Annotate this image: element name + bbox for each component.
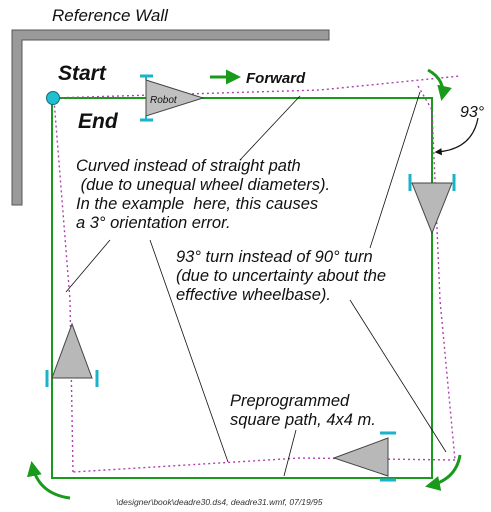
- leader-curved-to-bottom: [149, 239, 229, 463]
- robot-top: [140, 74, 205, 122]
- start-label: Start: [58, 62, 106, 85]
- leader-turn-to-corner: [369, 91, 421, 249]
- actual-dotted-path-left: [53, 99, 74, 473]
- reference-wall: [11, 29, 330, 206]
- leader-curved-to-top: [239, 95, 301, 161]
- reference-wall-label: Reference Wall: [52, 6, 168, 25]
- curved-path-note: Curved instead of straight path (due to …: [76, 157, 331, 232]
- robot-label: Robot: [150, 95, 177, 106]
- turn-arrow-bottom-right: [425, 454, 462, 491]
- leader-curved-to-left: [65, 239, 111, 293]
- square-path-note: Preprogrammed square path, 4x4 m.: [230, 392, 376, 429]
- turn-arrow-bottom-left: [27, 461, 71, 500]
- footer-caption: \designer\book\deadre30.ds4, deadre31.wm…: [116, 497, 323, 507]
- leader-square-to-bottom: [283, 429, 297, 477]
- robot-right: [408, 174, 456, 235]
- start-end-marker: [46, 91, 60, 105]
- robot-bottom: [332, 431, 396, 482]
- end-label: End: [78, 110, 118, 133]
- forward-label: Forward: [246, 70, 306, 87]
- leader-turn-to-right-side: [349, 299, 447, 453]
- robot-left: [45, 322, 99, 387]
- actual-dotted-path: [51, 75, 461, 99]
- actual-dotted-path-right: [417, 85, 456, 461]
- turn-note: 93° turn instead of 90° turn (due to unc…: [176, 248, 387, 304]
- actual-dotted-path-bottom: [72, 457, 456, 473]
- turn-arrow-top-right: [427, 68, 452, 101]
- square-path: [51, 97, 433, 479]
- angle-arc: [434, 117, 479, 156]
- turn-angle-label: 93°: [460, 104, 485, 121]
